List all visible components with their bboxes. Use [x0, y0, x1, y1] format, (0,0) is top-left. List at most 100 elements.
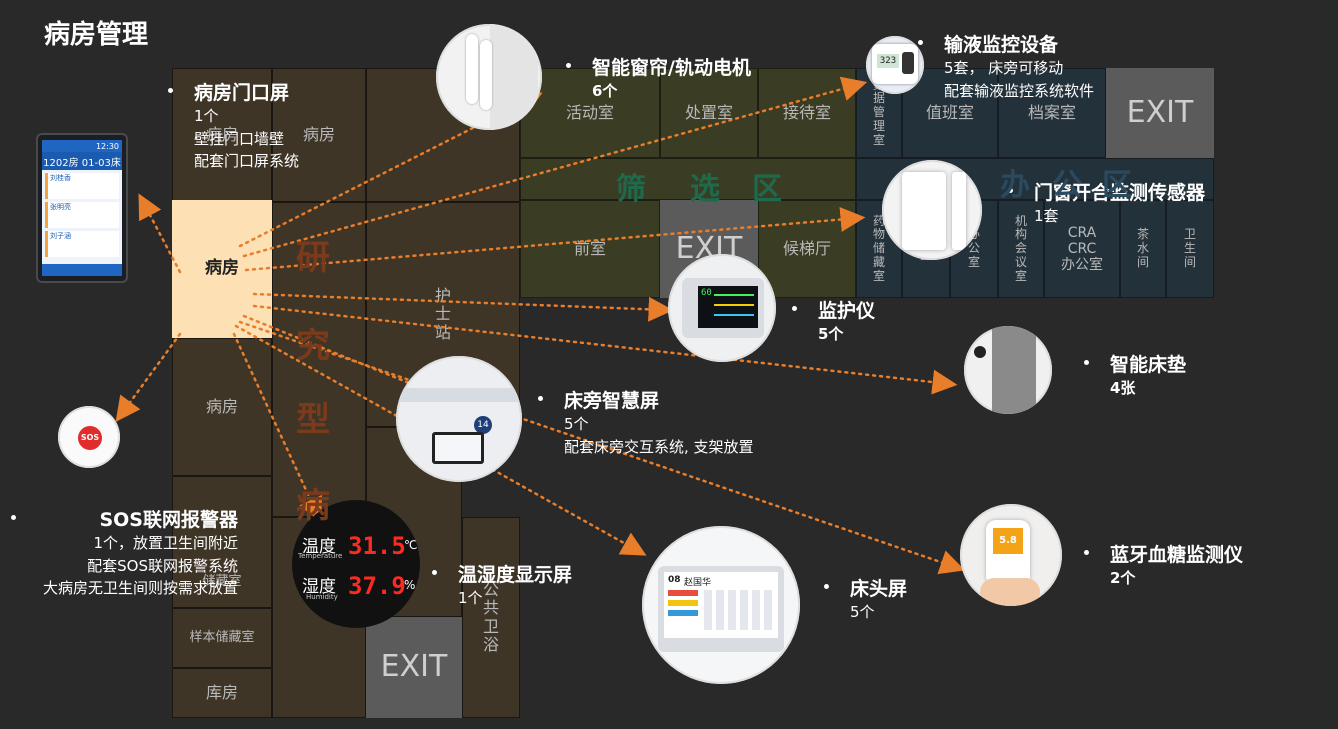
device-desc: 5套， 床旁可移动: [944, 59, 1064, 77]
head-screen-tag: [668, 600, 698, 606]
head-screen-grid: [704, 590, 772, 630]
label-infusion: 输液监控设备 5套， 床旁可移动 配套输液监控系统软件: [918, 30, 1095, 102]
exit-sign: EXIT: [1106, 68, 1214, 158]
device-desc: 6个: [592, 82, 618, 100]
bedside-tablet-screen: [435, 435, 481, 461]
curtain-motor-image: [436, 24, 542, 130]
head-screen-bed: 08: [668, 575, 681, 585]
door-screen-statusbar: 12:30: [42, 140, 122, 152]
device-title: 监护仪: [818, 300, 876, 322]
device-desc: 配套门口屏系统: [194, 152, 300, 170]
humidity-label: 湿度: [302, 577, 336, 597]
device-title: 蓝牙血糖监测仪: [1110, 544, 1244, 566]
monitor-screen: 60: [698, 286, 758, 328]
device-desc: 配套床旁交互系统, 支架放置: [564, 437, 754, 456]
bullet: [168, 88, 173, 93]
infusion-display: 323: [877, 54, 899, 68]
arrow-infusion: [242, 76, 868, 258]
device-title: 输液监控设备: [944, 34, 1059, 56]
sos-alarm-image: SOS: [58, 406, 120, 468]
exit-sign: EXIT: [366, 617, 462, 718]
door-screen-time: 12:30: [95, 141, 119, 151]
zone-char: 区: [1102, 168, 1132, 203]
device-desc: 1套: [1034, 207, 1059, 225]
bullet: [918, 40, 923, 45]
infusion-device-image: 323: [866, 36, 924, 94]
device-desc: 5个: [850, 603, 875, 621]
door-screen-device: 12:30 1202房 01-03床 刘桂香 张明亮 刘子涵: [36, 133, 128, 283]
head-screen-patient: 赵国华: [684, 578, 712, 588]
patient-monitor-image: 60: [668, 254, 776, 362]
label-head-screen: 床头屏 5个: [824, 574, 907, 624]
room-duty: 值班室: [902, 68, 998, 158]
room-storage: 储藏室: [172, 476, 272, 608]
arrow-mattress: [252, 304, 958, 395]
bed-number-badge: 14: [474, 416, 492, 434]
device-desc: 配套SOS联网报警系统: [87, 556, 238, 575]
arrow-monitor: [252, 292, 674, 322]
monitor-reading: 60: [701, 288, 712, 298]
bed-rail: [396, 388, 522, 402]
door-screen-name: 刘桂香: [50, 174, 71, 182]
zone-char: 区: [752, 172, 782, 207]
wave-line: [714, 304, 754, 306]
motor-shape: [480, 40, 492, 110]
infusion-clip: [902, 52, 914, 74]
mattress-sensor: [974, 346, 986, 358]
temp-label: 温度: [302, 537, 336, 557]
temp-value: 31.5: [348, 532, 406, 560]
arrow-thermo: [232, 332, 323, 523]
room-toilet: 卫 生 间: [1166, 200, 1214, 298]
arrow-curtain: [238, 92, 543, 248]
screening-band: [520, 158, 856, 200]
zone-char: 公: [1052, 168, 1082, 203]
bed-head-screen-image: 08 赵国华: [642, 526, 800, 684]
bullet: [824, 584, 829, 589]
room-tea: 茶 水 间: [1120, 200, 1166, 298]
thermo-hygrometer-image: 温度 Temperature 31.5 ℃ 湿度 Humidity 37.9 %: [292, 500, 420, 628]
label-door-screen: 病房门口屏 1个 壁挂门口墙壁 配套门口屏系统: [168, 78, 300, 173]
room-ward: 病房: [172, 68, 272, 202]
smart-mattress-image: [964, 326, 1052, 414]
door-screen-display: 12:30 1202房 01-03床 刘桂香 张明亮 刘子涵: [42, 140, 122, 276]
zone-char: 究: [296, 326, 330, 366]
sos-button: SOS: [78, 426, 102, 450]
humidity-value: 37.9: [348, 572, 406, 600]
device-title: 智能床垫: [1110, 354, 1187, 376]
bedside-tablet: [432, 432, 484, 464]
device-desc: 5个: [564, 415, 589, 433]
bullet: [10, 515, 16, 520]
zone-char: 选: [690, 172, 720, 207]
device-desc: 1个: [194, 107, 219, 125]
device-desc: 大病房无卫生间则按需求放置: [42, 579, 238, 597]
label-glucose: 蓝牙血糖监测仪 2个: [1084, 540, 1244, 590]
device-title: SOS联网报警器: [99, 509, 238, 531]
room-ward: 病房: [172, 338, 272, 476]
head-screen-tag: [668, 610, 698, 616]
wave-line: [714, 314, 754, 316]
label-thermo: 温湿度显示屏 1个: [432, 560, 573, 610]
door-screen-card: 张明亮: [45, 202, 119, 228]
zone-char: 病: [296, 486, 330, 526]
room-warehouse: 库房: [172, 668, 272, 718]
door-screen-name: 张明亮: [50, 203, 71, 211]
room-cra-office: CRA CRC 办公室: [1044, 200, 1120, 298]
device-desc: 4张: [1110, 379, 1136, 397]
head-screen-display: 08 赵国华: [664, 572, 778, 638]
mattress-pad: [992, 326, 1036, 414]
door-screen-name: 刘子涵: [50, 232, 71, 240]
glucose-display: 5.8: [993, 528, 1023, 554]
room-archive: 档案室: [998, 68, 1106, 158]
device-title: 温湿度显示屏: [458, 564, 573, 586]
device-desc: 配套输液监控系统软件: [944, 81, 1095, 100]
glucose-body: 5.8: [986, 520, 1030, 586]
device-title: 床旁智慧屏: [564, 390, 660, 412]
room-ward: 病房: [272, 68, 366, 202]
bullet: [538, 396, 543, 401]
bullet: [1084, 360, 1089, 365]
room-agency-meeting: 机 构 会 议 室: [998, 200, 1044, 298]
device-title: 病房门口屏: [194, 82, 290, 104]
humidity-sublabel: Humidity: [306, 593, 338, 601]
bullet: [792, 306, 797, 311]
